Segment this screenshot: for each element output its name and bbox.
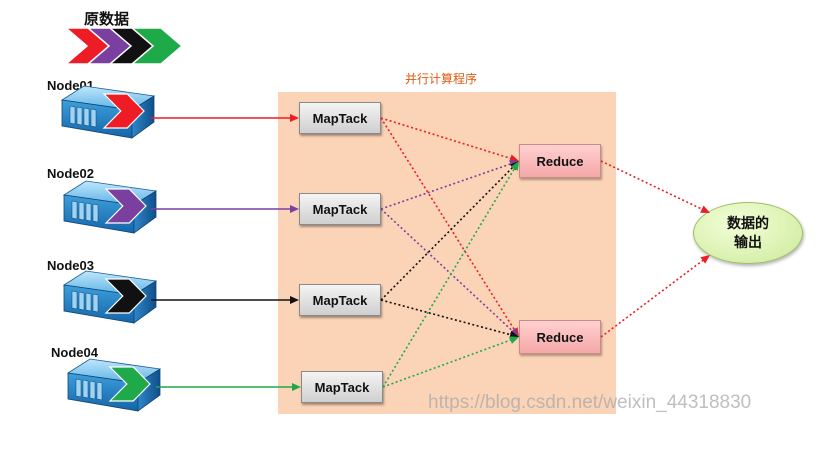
map-task-1: MapTack	[299, 102, 381, 134]
output-arrow-2-head	[700, 255, 710, 264]
node-label-4: Node04	[51, 345, 98, 360]
reduce-2: Reduce	[519, 320, 601, 354]
legend-title: 原数据	[84, 11, 130, 28]
map-task-3: MapTack	[299, 284, 381, 316]
node-chevron-3	[104, 278, 147, 314]
data-output: 数据的 输出	[693, 202, 803, 264]
node-chevron-2	[104, 188, 147, 224]
output-line-2: 输出	[734, 234, 762, 250]
legend-chevron-4	[129, 27, 184, 65]
reduce-1: Reduce	[519, 144, 601, 178]
parallel-program-panel	[278, 92, 616, 414]
panel-title: 并行计算程序	[405, 72, 478, 86]
node-label-1: Node01	[47, 78, 94, 93]
output-line-1: 数据的	[727, 215, 769, 231]
server-icon-1	[60, 85, 156, 139]
legend-chevron-1	[63, 27, 118, 65]
legend-chevron-3	[107, 27, 162, 65]
server-icon-3	[62, 270, 158, 324]
server-icon-4	[66, 358, 162, 412]
node-chevron-1	[102, 93, 145, 129]
map-task-4: MapTack	[301, 371, 383, 403]
output-arrow-1	[600, 160, 705, 211]
legend-chevron-2	[85, 27, 140, 65]
map-task-2: MapTack	[299, 193, 381, 225]
output-arrow-2	[600, 258, 705, 338]
node-label-2: Node02	[47, 166, 94, 181]
watermark: https://blog.csdn.net/weixin_44318830	[428, 392, 752, 413]
node-label-3: Node03	[47, 258, 94, 273]
server-icon-2	[62, 180, 158, 234]
node-chevron-4	[108, 366, 151, 402]
